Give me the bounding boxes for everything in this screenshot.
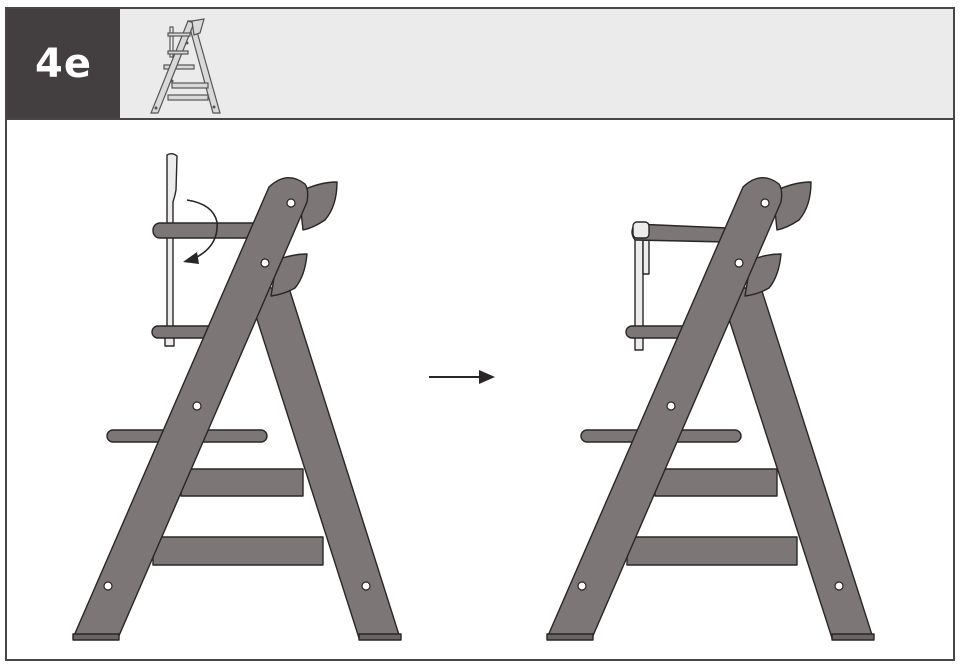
illustration-area xyxy=(72,153,875,641)
right-arrow-icon xyxy=(429,370,495,384)
instruction-panel: 4e xyxy=(5,7,955,661)
step-number: 4e xyxy=(35,40,92,87)
highchair-overview-icon xyxy=(150,18,221,114)
step-badge: 4e xyxy=(7,9,120,118)
highchair-rail-rotate-icon xyxy=(72,153,402,641)
highchair-rail-attached-icon xyxy=(546,177,875,641)
step-header: 4e xyxy=(7,9,953,120)
